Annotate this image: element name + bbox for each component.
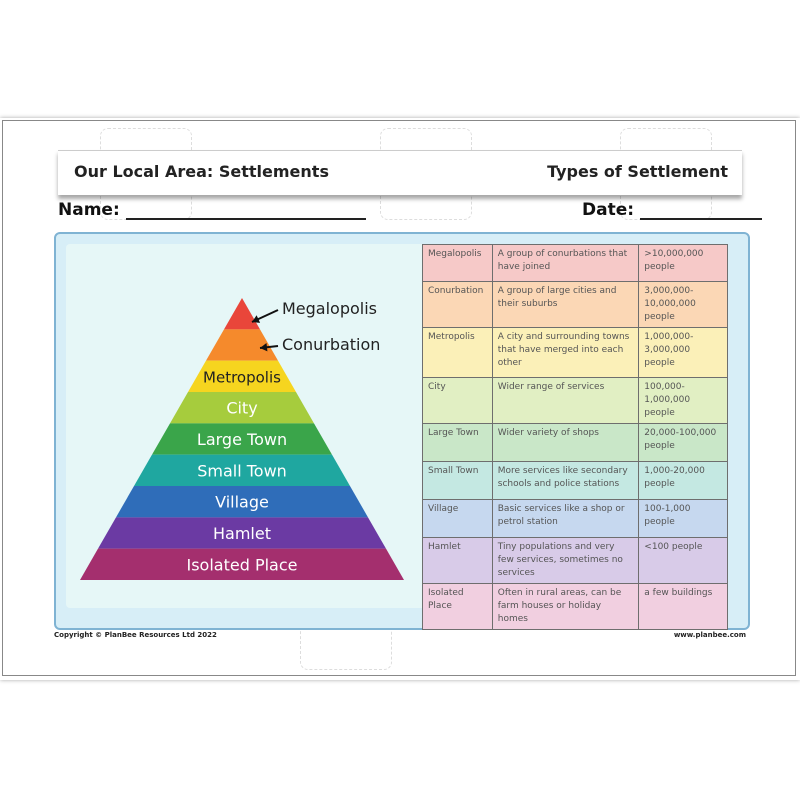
settlement-description-cell: Basic services like a shop or petrol sta… bbox=[491, 499, 640, 538]
worksheet-border bbox=[2, 120, 796, 676]
pyramid-layer bbox=[80, 548, 404, 580]
settlement-type-cell: Village bbox=[422, 499, 493, 538]
settlement-description-cell: Often in rural areas, can be farm houses… bbox=[491, 583, 640, 630]
pyramid-layer bbox=[116, 486, 368, 518]
settlement-description-cell: Wider variety of shops bbox=[491, 423, 640, 462]
settlement-description-cell: More services like secondary schools and… bbox=[491, 461, 640, 500]
settlement-type-cell: Metropolis bbox=[422, 327, 493, 378]
name-label: Name: bbox=[58, 200, 120, 220]
website-link[interactable]: www.planbee.com bbox=[673, 631, 746, 639]
settlement-type-cell: Large Town bbox=[422, 423, 493, 462]
settlement-type-cell: City bbox=[422, 377, 493, 424]
pyramid-layer-label: Large Town bbox=[197, 430, 287, 449]
settlement-population-cell: a few buildings bbox=[638, 583, 728, 630]
callout-arrow-head bbox=[260, 343, 268, 352]
title-banner: Our Local Area: Settlements Types of Set… bbox=[58, 150, 742, 195]
pyramid-callout-label: Conurbation bbox=[282, 335, 380, 354]
pyramid-layer-label: Metropolis bbox=[203, 368, 281, 386]
pyramid-layer-label: Small Town bbox=[197, 461, 287, 480]
name-row: Name: bbox=[58, 200, 366, 220]
settlement-description-cell: Tiny populations and very few services, … bbox=[491, 537, 640, 584]
settlement-population-cell: 100-1,000 people bbox=[638, 499, 728, 538]
settlement-description-cell: A group of large cities and their suburb… bbox=[491, 281, 640, 328]
pyramid-layer bbox=[206, 329, 278, 361]
settlement-population-cell: 1,000,000-3,000,000 people bbox=[638, 327, 728, 378]
settlement-description-cell: A city and surrounding towns that have m… bbox=[491, 327, 640, 378]
settlement-type-cell: Isolated Place bbox=[422, 583, 493, 630]
settlement-type-cell: Conurbation bbox=[422, 281, 493, 328]
pyramid-layer bbox=[224, 298, 260, 330]
date-field[interactable] bbox=[640, 200, 763, 220]
copyright-text: Copyright © PlanBee Resources Ltd 2022 bbox=[54, 631, 217, 639]
pyramid-layer-label: Hamlet bbox=[213, 524, 271, 543]
pyramid-layer bbox=[152, 423, 332, 455]
name-field[interactable] bbox=[125, 200, 366, 220]
settlement-type-cell: Megalopolis bbox=[422, 244, 493, 282]
pyramid-layer bbox=[188, 360, 296, 392]
page-subtitle: Types of Settlement bbox=[547, 162, 728, 181]
pyramid-layer-label: Isolated Place bbox=[187, 555, 298, 574]
settlement-population-cell: <100 people bbox=[638, 537, 728, 584]
callout-arrow-head bbox=[252, 315, 261, 323]
pyramid-layer bbox=[170, 392, 314, 424]
pyramid-layer-label: Village bbox=[215, 493, 269, 512]
date-label: Date: bbox=[582, 200, 635, 220]
date-row: Date: bbox=[582, 200, 763, 220]
settlement-description-cell: A group of conurbations that have joined bbox=[491, 244, 640, 282]
pyramid-callout-label: Megalopolis bbox=[282, 299, 377, 318]
worksheet: Our Local Area: Settlements Types of Set… bbox=[0, 118, 800, 680]
settlement-type-cell: Small Town bbox=[422, 461, 493, 500]
pyramid-layer bbox=[98, 517, 386, 549]
settlement-population-cell: 3,000,000-10,000,000 people bbox=[638, 281, 728, 328]
settlement-population-cell: 100,000-1,000,000 people bbox=[638, 377, 728, 424]
settlement-description-cell: Wider range of services bbox=[491, 377, 640, 424]
pyramid-layer-label: City bbox=[226, 399, 257, 418]
settlement-population-cell: >10,000,000 people bbox=[638, 244, 728, 282]
page-title: Our Local Area: Settlements bbox=[74, 162, 329, 181]
pyramid-layer bbox=[134, 454, 350, 486]
settlement-type-cell: Hamlet bbox=[422, 537, 493, 584]
settlement-population-cell: 20,000-100,000 people bbox=[638, 423, 728, 462]
settlement-population-cell: 1,000-20,000 people bbox=[638, 461, 728, 500]
